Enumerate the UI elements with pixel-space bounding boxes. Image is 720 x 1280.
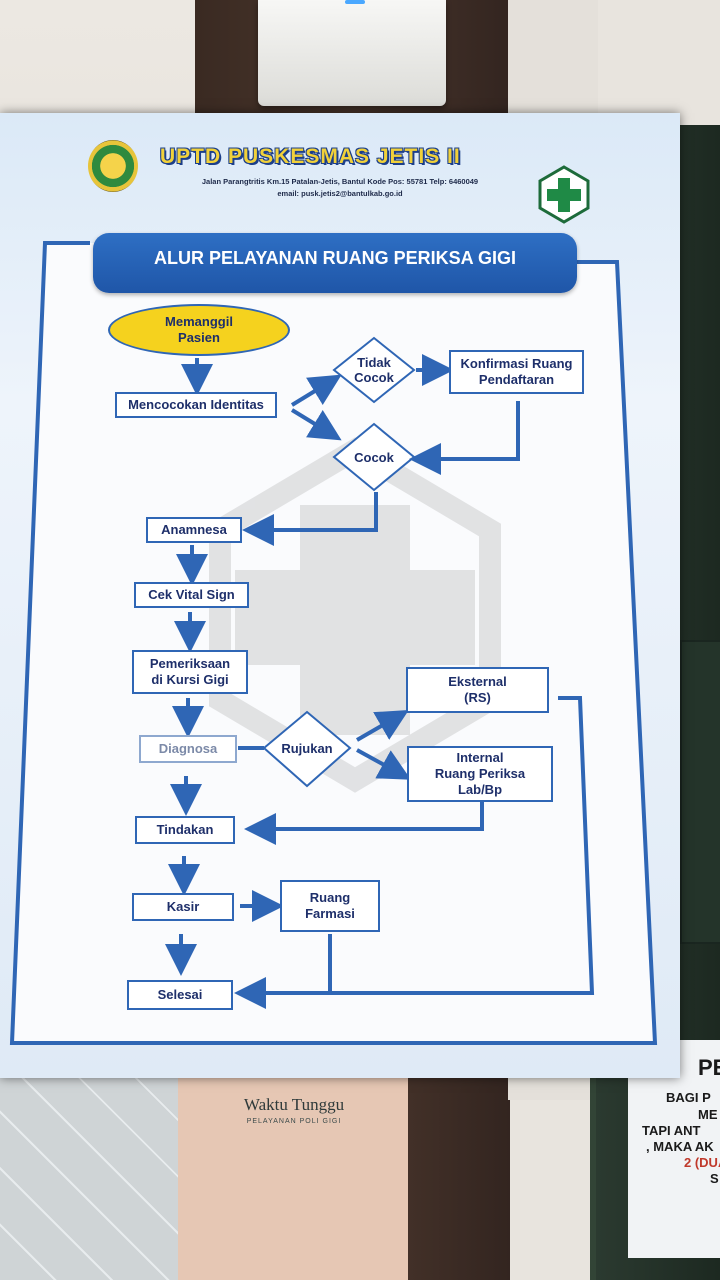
- regency-seal-logo: [88, 140, 138, 192]
- line-eksternal-selesai: [330, 696, 595, 995]
- side-notice-line: S: [710, 1171, 719, 1186]
- node-kasir: Kasir: [132, 893, 234, 921]
- node-tindakan: Tindakan: [135, 816, 235, 844]
- arrow-rujukan-eksternal: [355, 709, 409, 742]
- side-notice-line: PE: [698, 1055, 720, 1080]
- waiting-time-poster: [178, 1075, 408, 1280]
- arrow-rujukan-internal: [356, 748, 412, 780]
- diamond-rujukan: [262, 710, 352, 788]
- node-not-match: Tidak Cocok: [354, 355, 394, 385]
- clinic-address: Jalan Parangtritis Km.15 Patalan-Jetis, …: [201, 177, 479, 186]
- node-pharmacy: Ruang Farmasi: [280, 880, 380, 932]
- health-cross-logo: [538, 165, 590, 224]
- clinic-email: email: pusk.jetis2@bantulkab.go.id: [277, 189, 403, 198]
- side-notice-line: BAGI P: [666, 1090, 711, 1105]
- node-confirm-registration: Konfirmasi Ruang Pendaftaran: [449, 350, 584, 394]
- side-notice-line: 2 (DUA: [684, 1155, 720, 1170]
- clinic-name: UPTD PUSKESMAS JETIS II: [160, 145, 461, 168]
- arrow-identity-tidak: [290, 374, 342, 407]
- node-external: Eksternal (RS): [406, 667, 549, 713]
- side-notice-line: , MAKA AK: [646, 1139, 714, 1154]
- node-rujukan: Rujukan: [281, 740, 333, 756]
- side-notice-line: ME: [698, 1107, 718, 1122]
- waiting-time-subtitle: PELAYANAN POLI GIGI: [246, 1118, 342, 1125]
- node-diagnosa: Diagnosa: [139, 735, 237, 763]
- arrow-konfirmasi-cocok: [409, 401, 520, 475]
- router-led: [345, 0, 365, 4]
- tiled-floor: [0, 1075, 200, 1280]
- node-internal: Internal Ruang Periksa Lab/Bp: [407, 746, 553, 802]
- node-identity: Mencocokan Identitas: [115, 392, 277, 418]
- banner-bar: [93, 233, 577, 293]
- banner-title: ALUR PELAYANAN RUANG PERIKSA GIGI: [153, 248, 517, 268]
- diamond-tidak-cocok: [332, 336, 416, 404]
- arrow-identity-cocok: [290, 408, 342, 441]
- arrow-internal-tindakan: [244, 802, 484, 845]
- diamond-cocok: [332, 422, 416, 492]
- wall-router-device: [258, 0, 446, 106]
- door-panel: [680, 640, 720, 944]
- node-exam-chair: Pemeriksaan di Kursi Gigi: [132, 650, 248, 694]
- node-start: Memanggil Pasien: [108, 304, 290, 356]
- waiting-time-title: Waktu Tunggu: [243, 1095, 345, 1114]
- side-notice-line: TAPI ANT: [642, 1123, 701, 1138]
- node-anamnesa: Anamnesa: [146, 517, 242, 543]
- arrow-cocok-anamnesa: [242, 492, 378, 546]
- node-vital-sign: Cek Vital Sign: [134, 582, 249, 608]
- node-selesai: Selesai: [127, 980, 233, 1010]
- node-match: Cocok: [354, 449, 394, 465]
